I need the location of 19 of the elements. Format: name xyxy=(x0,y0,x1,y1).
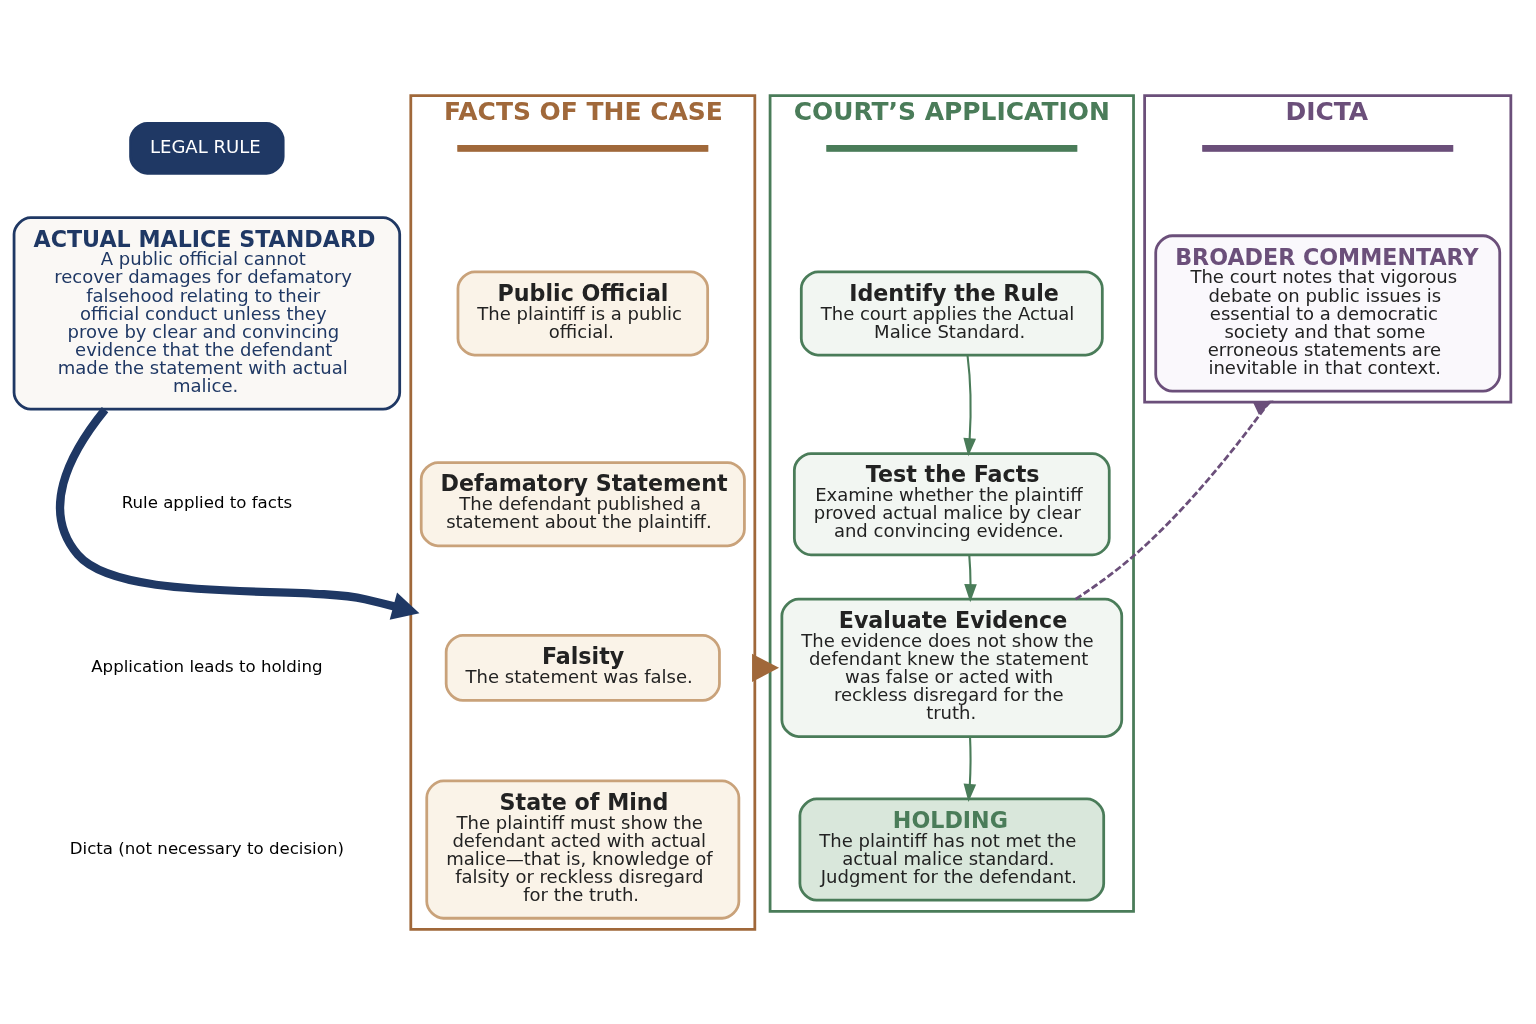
arrow xyxy=(56,406,420,620)
node-box: Identify the Rule The court applies the Actual Malice Standard. xyxy=(799,269,1104,356)
node-box: Test the Facts Examine whether the plaintiff proved actual malice by clear and convincing evidence. xyxy=(792,451,1111,556)
arrow xyxy=(1074,399,1274,600)
node-box: HOLDING The plaintiff has not met the actual malice standard. Judgment for the defendant. xyxy=(798,797,1106,902)
arrow xyxy=(964,554,977,602)
node-box: LEGAL RULE xyxy=(129,121,285,175)
node-box: Evaluate Evidence The evidence does not show the defendant knew the statement was false or acted with reckless disregard for the truth. xyxy=(780,597,1124,738)
node-box: Public Official The plaintiff is a public official. xyxy=(456,269,710,356)
node-box: State of Mind The plaintiff must show the defendant acted with actual malice—that is, knowledge of falsity or reckless disregard for the truth. xyxy=(425,779,741,920)
legend-label: Application leads to holding xyxy=(91,656,323,676)
node-box: Defamatory Statement The defendant published a statement about the plaintiff. xyxy=(419,460,746,547)
legend-label: Rule applied to facts xyxy=(121,492,293,512)
node-box: Falsity The statement was false. xyxy=(444,633,721,702)
arrow xyxy=(963,354,976,456)
arrow xyxy=(963,736,977,802)
legend-label: Dicta (not necessary to decision) xyxy=(69,838,344,858)
node-box: ACTUAL MALICE STANDARD A public official cannot recover damages for defamatory falsehood relating to their official conduct unless they prove by clear and convincing evidence that the defendant made the statement with actual malice. xyxy=(12,215,402,411)
node-box: BROADER COMMENTARY The court notes that vigorous debate on public issues is essential to a democratic society and that some erroneous statements are inevitable in that context. xyxy=(1154,233,1502,392)
